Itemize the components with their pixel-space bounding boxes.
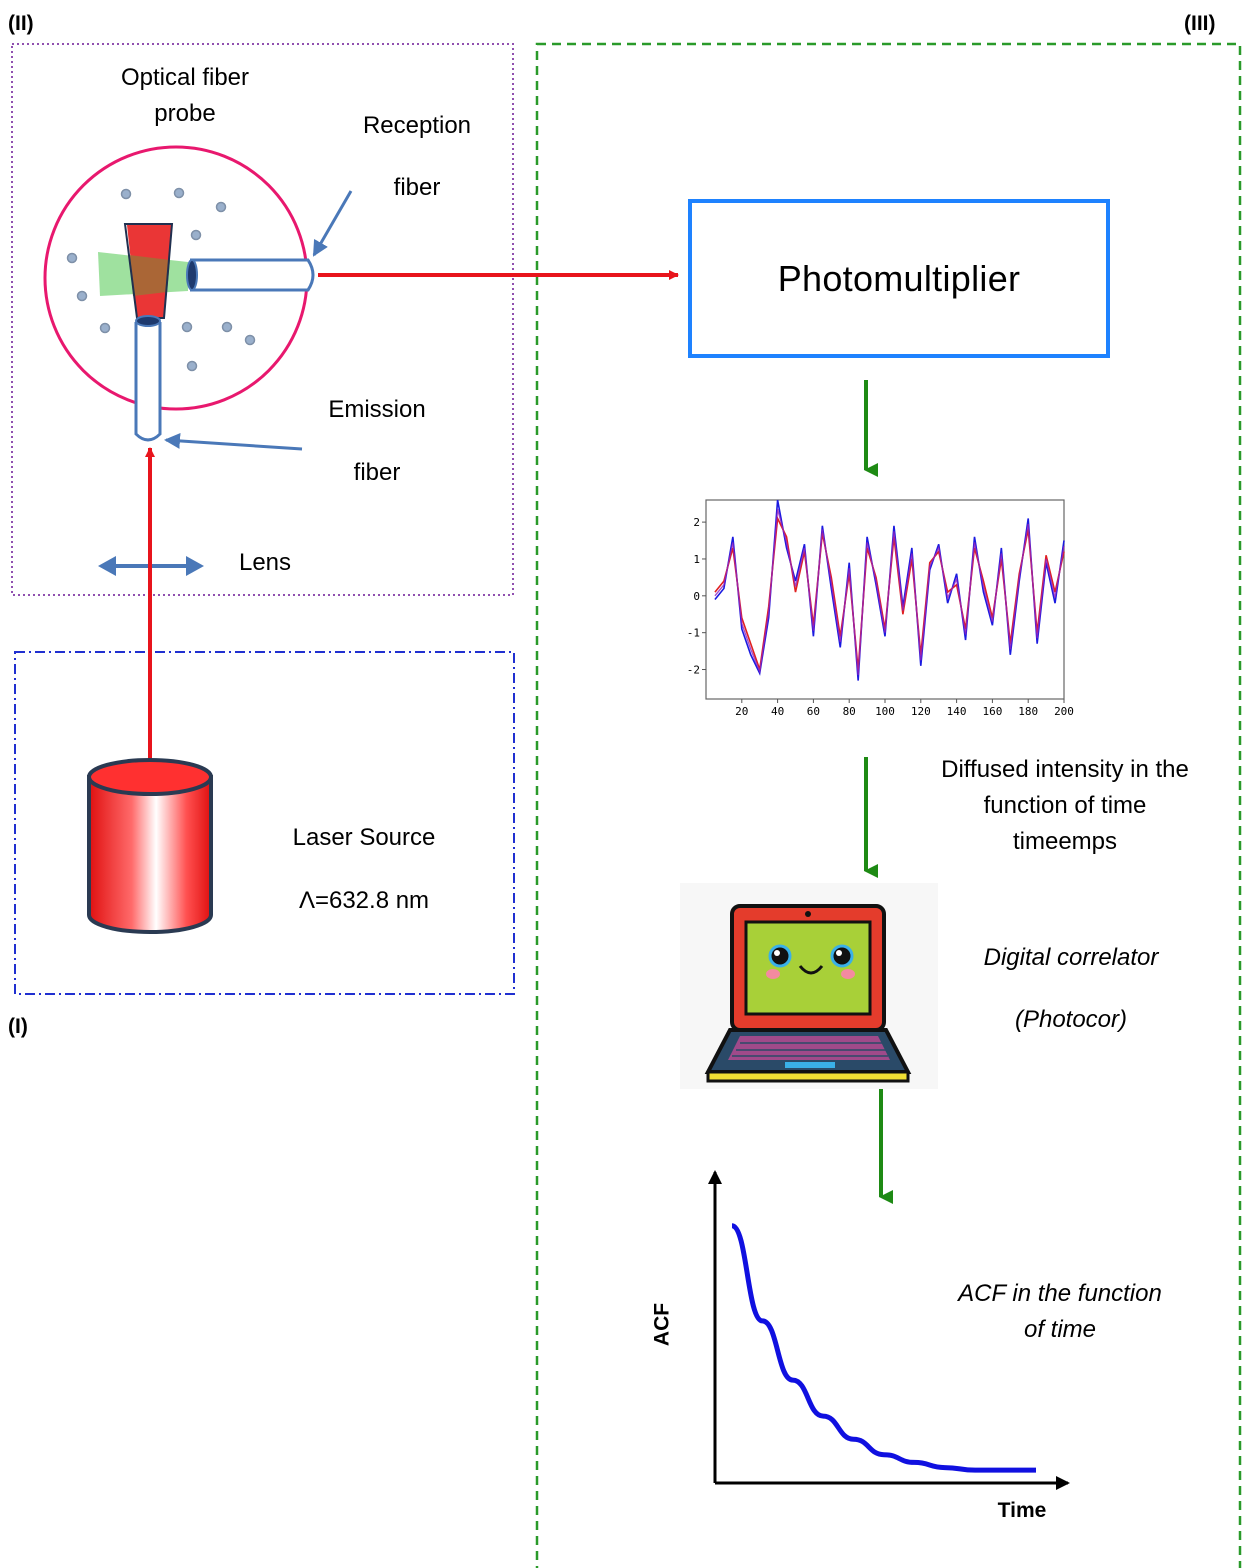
laser-wavelength-label: Λ=632.8 nm [298,887,430,914]
acf-caption-line1: ACF in the function [958,1280,1162,1307]
acf-xlabel: Time [997,1499,1047,1522]
x-tick-label: 120 [911,705,931,718]
probe-title-line2: probe [154,100,216,127]
intensity-caption-line3: timeemps [1012,828,1118,855]
x-tick-label: 140 [947,705,967,718]
photomultiplier-box: Photomultiplier [688,199,1110,358]
overlap-region [129,255,170,296]
acf-ylabel: ACF [650,1302,674,1347]
intensity-blend-line [714,509,1065,676]
emission-label-line2: fiber [353,459,401,486]
emission-pointer [164,432,303,451]
acf-chart [708,1170,1070,1490]
probe-title-line1: Optical fiber [120,64,250,91]
x-tick-label: 60 [807,705,820,718]
section-tag-ii: (II) [8,12,34,35]
frame-laser-section [14,651,515,995]
correlator-label-line2: (Photocor) [1014,1006,1128,1033]
x-tick-label: 20 [735,705,748,718]
y-tick-label: -2 [687,664,700,677]
y-tick-label: -1 [687,627,700,640]
intensity-caption-line1: Diffused intensity in the [941,756,1189,783]
acf-caption-line2: of time [1023,1316,1097,1343]
intensity-plot-frame [705,499,1065,700]
section-tag-i: (I) [8,1015,28,1038]
correlator-label-line1: Digital correlator [983,944,1159,971]
x-tick-label: 180 [1018,705,1038,718]
laser-cylinder-icon [87,758,213,934]
reception-pointer [312,190,353,257]
photomultiplier-label: Photomultiplier [777,257,1021,299]
x-tick-label: 80 [843,705,856,718]
laptop-icon [680,883,938,1089]
frame-probe-section [11,43,514,596]
lens-label: Lens [238,549,292,576]
reception-label-line2: fiber [393,174,441,201]
emission-label-line1: Emission [328,396,426,423]
y-tick-label: 2 [693,516,700,529]
laser-source-label: Laser Source [292,824,436,851]
x-tick-label: 40 [771,705,784,718]
emission-fiber [134,315,162,442]
reception-fiber [186,258,315,292]
particles [66,187,256,372]
beam-cone-outline [123,223,174,319]
intensity-caption-line2: function of time [983,792,1147,819]
y-tick-label: 0 [693,590,700,603]
intensity-chart: 20 40 60 80 100 120 140 160 180 200 2 1 0 -1 -2 [687,499,1074,718]
reception-label-line1: Reception [362,112,472,139]
x-tick-label: 100 [875,705,895,718]
section-tag-iii: (III) [1184,12,1216,35]
acf-curve [730,1223,1036,1473]
x-tick-label: 160 [982,705,1002,718]
frame-detection-section [535,42,1242,1568]
y-tick-label: 1 [693,553,700,566]
x-tick-label: 200 [1054,705,1074,718]
